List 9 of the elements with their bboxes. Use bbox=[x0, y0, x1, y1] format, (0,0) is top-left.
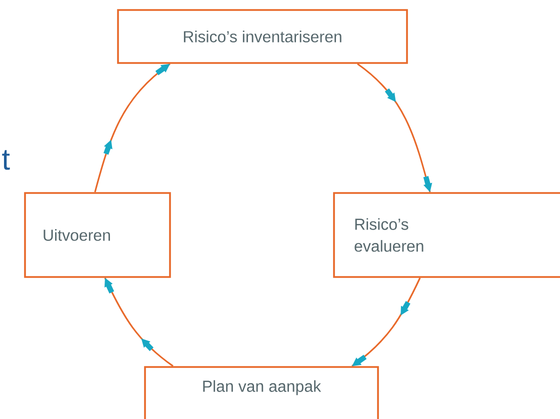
arrow bbox=[357, 63, 432, 192]
cut-off-text: t bbox=[2, 150, 10, 170]
arrow bbox=[352, 278, 421, 367]
process-box: Risico’s evalueren bbox=[333, 192, 560, 278]
arrow bbox=[94, 63, 170, 192]
process-box: Uitvoeren bbox=[24, 192, 171, 278]
arrow bbox=[104, 278, 174, 367]
process-box: Plan van aanpak bbox=[144, 366, 379, 419]
process-box: Risico’s inventariseren bbox=[117, 9, 408, 64]
